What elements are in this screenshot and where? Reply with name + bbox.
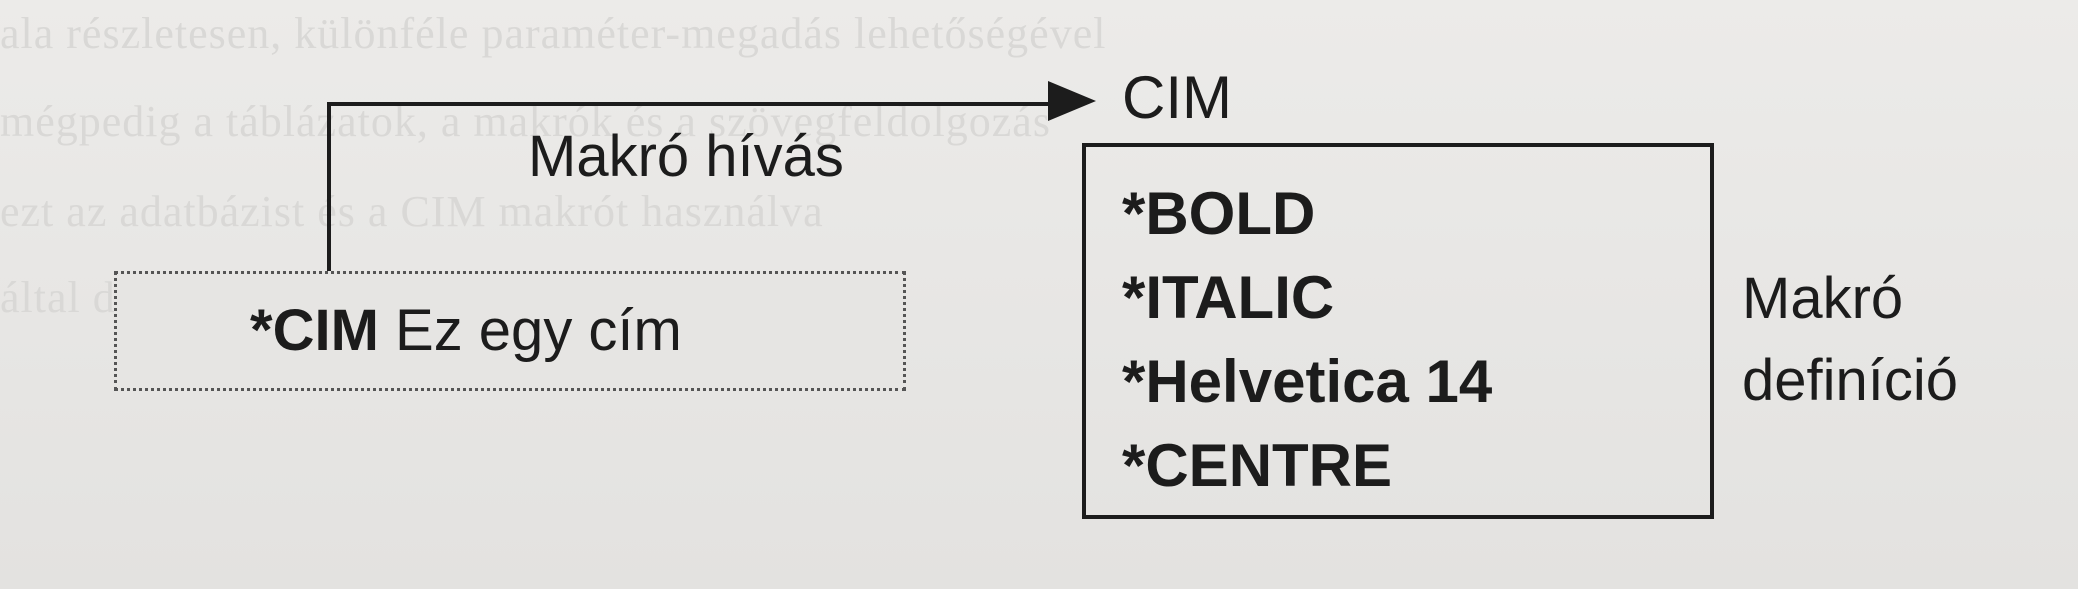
connector-line (327, 102, 1056, 273)
macro-definition-lines: *BOLD *ITALIC *Helvetica 14 *CENTRE (1122, 172, 1492, 508)
bleed-through-line-1: ala részletesen, különféle paraméter-meg… (0, 9, 1107, 58)
definition-label-line-1: Makró (1742, 266, 1904, 331)
macro-call-box (114, 271, 906, 391)
macro-line-italic: *ITALIC (1122, 264, 1335, 331)
macro-line-font: *Helvetica 14 (1122, 348, 1493, 415)
macro-definition-box (1082, 143, 1714, 519)
bleed-through-line-3: ezt az adatbázist és a CIM makrót haszná… (0, 187, 824, 236)
macro-call-text: *CIM Ez egy cím (250, 296, 682, 366)
macro-call-content: Ez egy cím (378, 298, 682, 363)
macro-line-centre: *CENTRE (1122, 432, 1393, 499)
macro-line-bold: *BOLD (1122, 180, 1316, 247)
macro-definition-label: Makró definíció (1742, 258, 1958, 422)
definition-label-line-2: definíció (1742, 348, 1959, 413)
macro-name: CIM (1122, 64, 1232, 131)
arrowhead (1048, 81, 1096, 121)
macro-call-keyword: *CIM (250, 298, 379, 363)
macro-call-label: Makró hívás (528, 124, 844, 189)
